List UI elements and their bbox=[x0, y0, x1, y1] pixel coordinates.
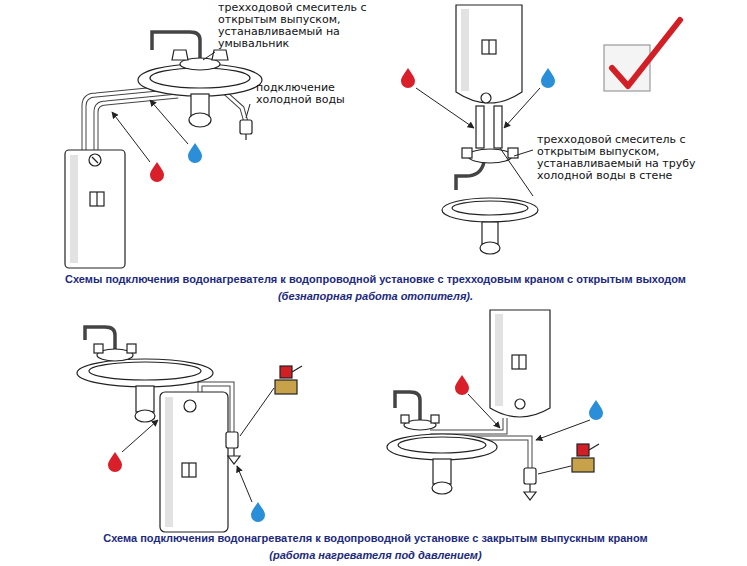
callout-label: подключение холодной воды bbox=[256, 82, 366, 106]
caption: Схема подключения водонагревателя к водо… bbox=[2, 532, 747, 545]
caption-note: (работа нагревателя под давлением) bbox=[2, 549, 747, 562]
caption-note: (безнапорная работа отопителя). bbox=[2, 290, 747, 303]
caption: Схемы подключения водонагревателя к водо… bbox=[2, 273, 747, 286]
callout-label: трехходовой смеситель с открытым выпуско… bbox=[537, 134, 697, 182]
callout-label: трехходовой смеситель с открытым выпуско… bbox=[218, 2, 368, 50]
